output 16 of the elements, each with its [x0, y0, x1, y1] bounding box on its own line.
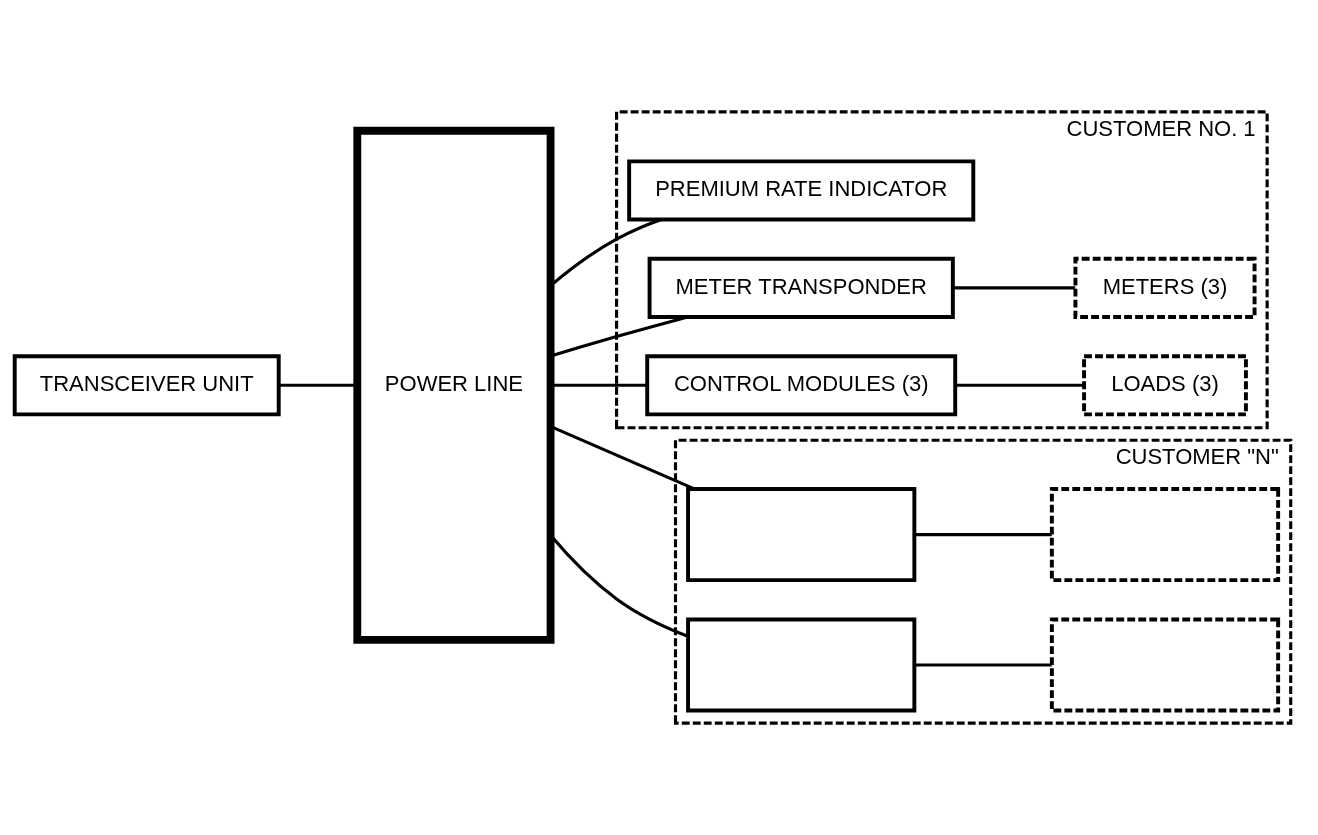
node-box: CONTROL MODULES (3) — [645, 354, 958, 417]
node-box — [686, 487, 917, 583]
cluster: CUSTOMER "N" — [673, 438, 1293, 725]
node-box — [1049, 617, 1281, 713]
node-box: PREMIUM RATE INDICATOR — [627, 159, 976, 222]
connector — [955, 383, 1084, 387]
node-box — [1049, 487, 1281, 583]
connector — [914, 663, 1052, 667]
node-box — [686, 617, 917, 713]
connector — [914, 533, 1052, 537]
node-box: TRANSCEIVER UNIT — [12, 354, 281, 417]
connector — [953, 286, 1076, 290]
node-box: POWER LINE — [353, 126, 555, 644]
node-box: LOADS (3) — [1082, 354, 1248, 417]
node-box: METERS (3) — [1073, 256, 1257, 319]
node-box: METER TRANSPONDER — [647, 256, 955, 319]
